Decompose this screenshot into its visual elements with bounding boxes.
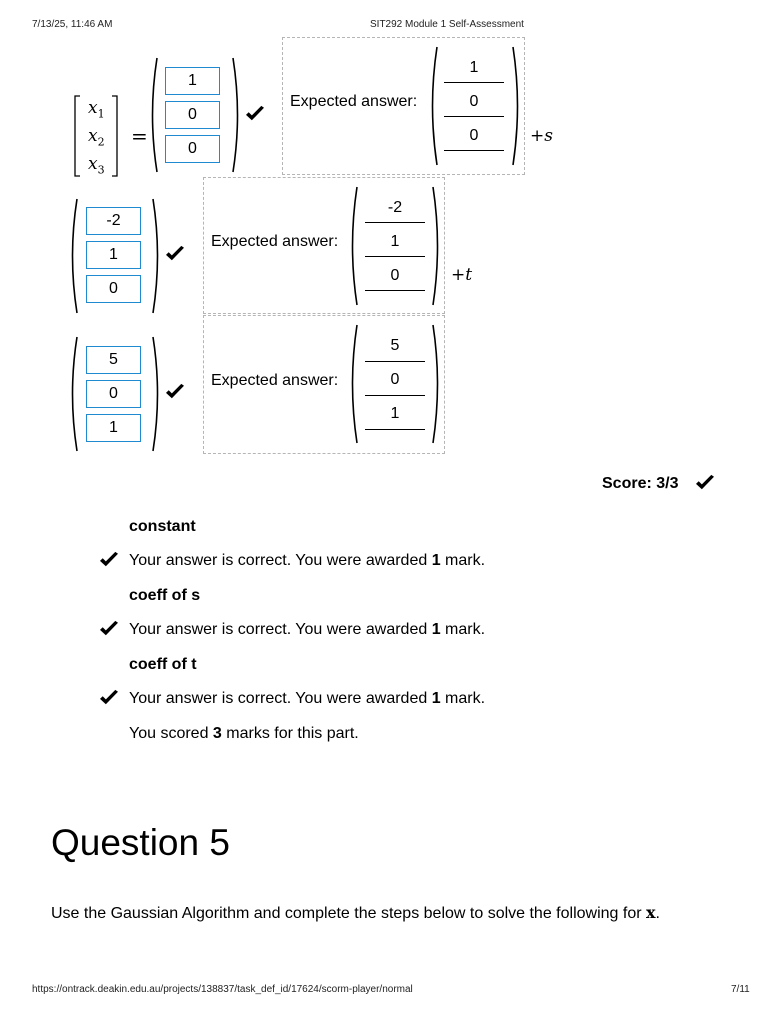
coeff-s-check-icon	[164, 245, 186, 263]
constant-paren	[151, 57, 239, 173]
coeff-s-input-2[interactable]: 1	[86, 241, 141, 269]
constant-check-icon	[244, 105, 266, 123]
coeff-t-input-3[interactable]: 1	[86, 414, 141, 442]
coeff-t-expected-2: 0	[390, 371, 400, 388]
coeff-t-expected-label: Expected answer:	[211, 372, 339, 389]
constant-expected-2: 0	[469, 93, 479, 110]
feedback-text-coeff-s: Your answer is correct. You were awarded…	[129, 621, 486, 638]
score-check-icon	[694, 474, 716, 492]
feedback-coeff-t-check-icon	[98, 689, 120, 707]
constant-input-1[interactable]: 1	[165, 67, 220, 95]
coeff-s-expected-3: 0	[390, 267, 400, 284]
coeff-t-paren	[71, 336, 159, 452]
coeff-t-expected-3: 1	[390, 405, 400, 422]
feedback-heading-coeff-s: coeff of s	[129, 587, 201, 604]
constant-input-3[interactable]: 0	[165, 135, 220, 163]
constant-expected-1: 1	[469, 59, 479, 76]
question-title: Question 5	[51, 822, 230, 863]
print-datetime: 7/13/25, 11:46 AM	[32, 19, 113, 30]
lhs-x3: x3	[88, 154, 105, 177]
coeff-t-check-icon	[164, 383, 186, 401]
coeff-t-input-2[interactable]: 0	[86, 380, 141, 408]
constant-expected-3: 0	[469, 127, 479, 144]
feedback-heading-constant: constant	[129, 518, 196, 535]
constant-expected-rule-1	[444, 82, 504, 83]
constant-expected-paren	[431, 46, 519, 166]
coeff-s-expected-rule-3	[365, 290, 425, 291]
coeff-t-expected-rule-2	[365, 395, 425, 396]
equals-sign: =	[131, 124, 148, 148]
coeff-s-input-1[interactable]: -2	[86, 207, 141, 235]
constant-expected-box	[282, 37, 525, 175]
coeff-s-expected-paren	[351, 186, 439, 306]
constant-expected-label: Expected answer:	[290, 93, 418, 110]
feedback-text-coeff-t: Your answer is correct. You were awarded…	[129, 690, 486, 707]
print-page-number: 7/11	[731, 984, 750, 995]
print-title: SIT292 Module 1 Self-Assessment	[370, 19, 524, 30]
constant-expected-rule-2	[444, 116, 504, 117]
coeff-s-expected-box	[203, 177, 445, 314]
plus-t: +t	[451, 265, 473, 285]
coeff-t-expected-rule-1	[365, 361, 425, 362]
question-text: Use the Gaussian Algorithm and complete …	[51, 903, 660, 922]
lhs-x2: x2	[88, 126, 105, 149]
score-text: Score: 3/3	[602, 475, 679, 492]
coeff-t-expected-paren	[351, 324, 439, 444]
coeff-s-expected-rule-2	[365, 256, 425, 257]
coeff-t-expected-rule-3	[365, 429, 425, 430]
plus-s: +s	[530, 126, 553, 146]
coeff-s-input-3[interactable]: 0	[86, 275, 141, 303]
lhs-x1: x1	[88, 98, 105, 121]
coeff-t-expected-box	[203, 315, 445, 454]
coeff-t-expected-1: 5	[390, 337, 400, 354]
coeff-s-paren	[71, 198, 159, 314]
feedback-constant-check-icon	[98, 551, 120, 569]
feedback-heading-coeff-t: coeff of t	[129, 656, 197, 673]
coeff-s-expected-rule-1	[365, 222, 425, 223]
print-url: https://ontrack.deakin.edu.au/projects/1…	[32, 984, 413, 995]
coeff-s-expected-label: Expected answer:	[211, 233, 339, 250]
constant-input-2[interactable]: 0	[165, 101, 220, 129]
constant-expected-rule-3	[444, 150, 504, 151]
feedback-coeff-s-check-icon	[98, 620, 120, 638]
feedback-text-constant: Your answer is correct. You were awarded…	[129, 552, 486, 569]
coeff-s-expected-1: -2	[387, 199, 403, 216]
part-score-summary: You scored 3 marks for this part.	[129, 725, 359, 742]
coeff-t-input-1[interactable]: 5	[86, 346, 141, 374]
coeff-s-expected-2: 1	[390, 233, 400, 250]
lhs-vector: x1 x2 x3	[70, 92, 122, 180]
